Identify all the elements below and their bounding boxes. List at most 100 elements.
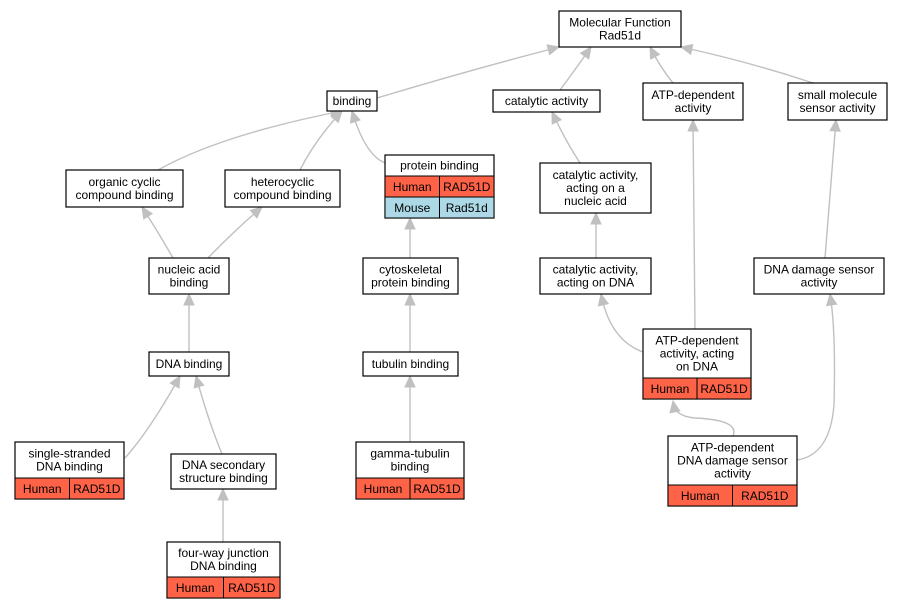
gene-label: RAD51D — [413, 482, 461, 496]
edge-line — [672, 400, 735, 437]
arrow-head-icon — [349, 109, 361, 124]
edge-dna_sensor-to-small_mol — [824, 118, 841, 259]
gene-label: Rad51d — [446, 201, 488, 215]
gene-cell — [69, 477, 125, 500]
arrow-head-icon — [597, 292, 610, 307]
node-label-line: tubulin binding — [372, 357, 449, 371]
node-label-line: DNA binding — [36, 460, 103, 474]
edge-line — [680, 46, 814, 84]
node-label-line: catalytic activity, — [553, 263, 639, 277]
node-label-line: activity — [801, 276, 838, 290]
node-catalytic[interactable]: catalytic activity — [492, 89, 601, 113]
node-box — [148, 351, 230, 377]
gene-cell — [409, 477, 465, 500]
arrow-head-icon — [404, 216, 416, 230]
node-label-line: protein binding — [400, 159, 479, 173]
edge-line — [376, 46, 560, 99]
gene-label: RAD51D — [700, 382, 748, 396]
arrow-head-icon — [546, 44, 561, 56]
arrow-head-icon — [329, 110, 343, 124]
node-box — [170, 453, 277, 490]
arrow-head-icon — [669, 399, 681, 414]
arrow-head-icon — [217, 487, 229, 501]
node-box — [787, 82, 888, 121]
node-label-line: ATP-dependent — [651, 88, 735, 102]
species-label: Human — [393, 180, 432, 194]
node-label-line: binding — [333, 94, 372, 108]
gene-label: RAD51D — [228, 581, 276, 595]
edge-cat_na-to-catalytic — [551, 110, 581, 164]
node-label-line: activity — [714, 467, 751, 481]
edge-small_mol-to-mf — [679, 43, 814, 84]
node-tubulin[interactable]: tubulin binding — [362, 351, 459, 377]
edge-four_way-to-dna_sec — [217, 487, 229, 542]
node-label-line: nucleic acid — [158, 263, 221, 277]
edge-atp_sensor-to-dna_sensor — [796, 292, 838, 461]
edge-line — [796, 293, 836, 461]
edge-nucleic-to-hetero — [207, 206, 263, 259]
edge-nucleic-to-organic — [141, 205, 174, 259]
gene-label: RAD51D — [741, 489, 789, 503]
node-label-line: catalytic activity — [505, 94, 588, 108]
node-box — [362, 257, 459, 295]
node-box — [326, 90, 378, 112]
node-label-line: cytoskeletal — [379, 263, 442, 277]
node-label-line: single-stranded — [28, 447, 110, 461]
arrow-head-icon — [590, 211, 602, 225]
arrow-head-icon — [687, 118, 699, 132]
edge-hetero-to-binding — [299, 110, 343, 171]
node-binding[interactable]: binding — [326, 90, 378, 112]
species-label: Human — [651, 382, 690, 396]
edge-protein-to-binding — [349, 109, 386, 164]
node-label-line: DNA secondary — [182, 458, 265, 472]
node-label-line: organic cyclic — [88, 175, 160, 189]
arrow-head-icon — [649, 45, 661, 60]
node-cat-dna[interactable]: catalytic activity,acting on DNA — [539, 257, 652, 295]
edge-atp_dep-to-mf — [649, 45, 674, 84]
edge-gamma-to-tubulin — [404, 374, 416, 442]
node-label-line: binding — [391, 460, 430, 474]
gene-cell — [223, 576, 281, 599]
edges-layer — [124, 43, 841, 542]
arrow-head-icon — [829, 118, 841, 132]
arrow-head-icon — [169, 374, 181, 389]
edge-catalytic-to-mf — [559, 46, 592, 91]
node-label-line: small molecule — [798, 88, 878, 102]
edge-binding-to-mf — [376, 44, 561, 99]
node-label-line: heterocyclic — [251, 175, 314, 189]
node-box — [753, 257, 885, 295]
species-label: Human — [681, 489, 720, 503]
edge-atp_sensor-to-atp_dna — [669, 399, 735, 437]
gene-label: RAD51D — [443, 180, 491, 194]
node-label-line: gamma-tubulin — [370, 447, 449, 461]
node-dna-binding[interactable]: DNA binding — [148, 351, 230, 377]
node-label-line: catalytic activity, — [553, 168, 639, 182]
node-label-line: four-way junction — [178, 546, 269, 560]
edge-atp_dna-to-atp_dep — [687, 118, 699, 330]
edge-dna_sec-to-dna_binding — [193, 374, 223, 455]
node-label-line: DNA binding — [156, 357, 223, 371]
gene-cell — [696, 377, 752, 400]
edge-line — [824, 119, 837, 259]
gene-cell — [439, 196, 495, 219]
